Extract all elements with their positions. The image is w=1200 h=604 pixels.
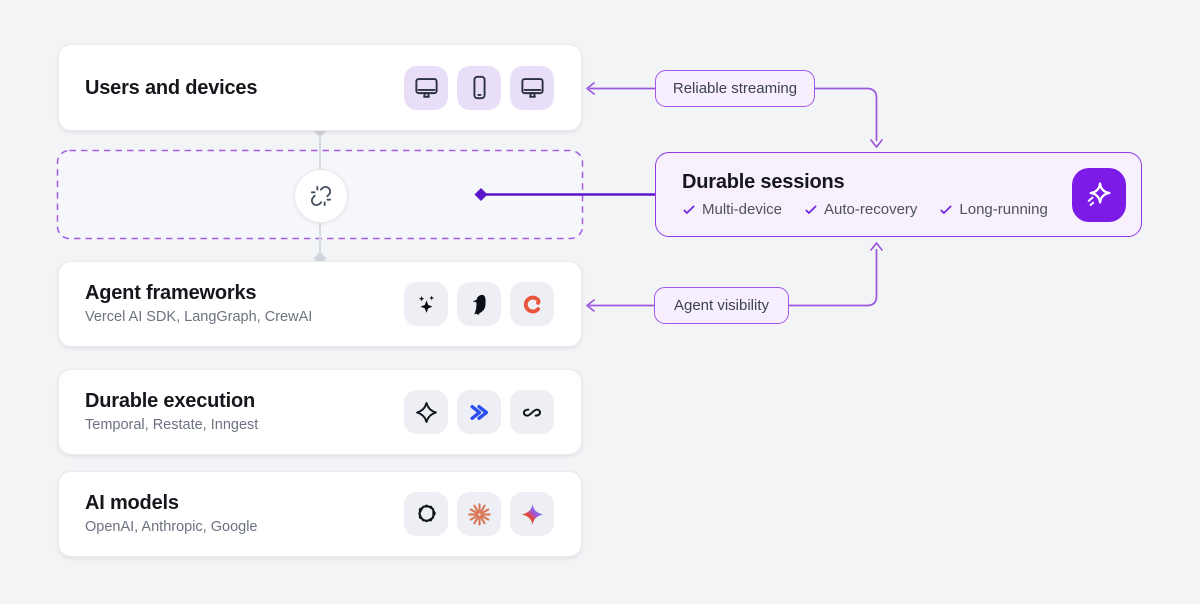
- streaming-left-arrowhead: [586, 82, 595, 95]
- users-devices-title: Users and devices: [85, 76, 258, 99]
- visibility-left-arrowhead: [586, 299, 595, 312]
- feature-multi-device: Multi-device: [682, 201, 782, 218]
- crewai-mark-icon: [510, 282, 554, 326]
- ai-sdk-sparkles-icon: [404, 282, 448, 326]
- sparkle-star-logo: [1072, 167, 1126, 222]
- smartphone-icon: [457, 65, 501, 110]
- users-devices-icons: [404, 65, 554, 110]
- temporal-pinwheel-icon: [404, 390, 448, 434]
- ai-models-subtitle: OpenAI, Anthropic, Google: [85, 519, 258, 536]
- callout-agent-visibility: Agent visibility: [654, 287, 789, 324]
- agent-frameworks-icons: [404, 282, 554, 326]
- langgraph-parrot-icon: [457, 282, 501, 326]
- callout-reliable-streaming: Reliable streaming: [655, 70, 815, 107]
- agent-frameworks-text: Agent frameworks Vercel AI SDK, LangGrap…: [85, 281, 312, 326]
- desktop-monitor-icon: [510, 65, 554, 110]
- inngest-infinity-icon: [510, 390, 554, 434]
- desktop-monitor-icon: [404, 65, 448, 110]
- agent-frameworks-title: Agent frameworks: [85, 282, 257, 305]
- card-durable-sessions: Durable sessions Multi-device Auto-recov…: [655, 152, 1142, 237]
- session-link-diamond: [474, 188, 488, 201]
- openai-mark-icon: [404, 492, 448, 536]
- durable-sessions-features: Multi-device Auto-recovery Long-running: [682, 201, 1048, 218]
- ai-models-text: AI models OpenAI, Anthropic, Google: [85, 491, 258, 536]
- callout-label: Agent visibility: [673, 297, 770, 314]
- check-icon: [939, 203, 953, 217]
- ai-models-title: AI models: [85, 492, 179, 515]
- anthropic-starburst-icon: [457, 492, 501, 536]
- durable-execution-icons: [404, 390, 554, 434]
- feature-auto-recovery: Auto-recovery: [804, 201, 917, 218]
- feature-label: Multi-device: [702, 201, 783, 218]
- callout-label: Reliable streaming: [672, 80, 798, 97]
- card-agent-frameworks: Agent frameworks Vercel AI SDK, LangGrap…: [58, 261, 582, 347]
- unlink-icon: [310, 185, 332, 207]
- check-icon: [804, 203, 818, 217]
- durable-sessions-text: Durable sessions Multi-device Auto-recov…: [682, 171, 1048, 218]
- streaming-down-arrowhead: [870, 139, 883, 148]
- durable-sessions-title: Durable sessions: [682, 171, 845, 193]
- restate-chevrons-icon: [457, 390, 501, 434]
- ai-models-icons: [404, 492, 554, 536]
- card-durable-execution: Durable execution Temporal, Restate, Inn…: [58, 369, 582, 455]
- streaming-right-line: [815, 87, 878, 141]
- durable-execution-subtitle: Temporal, Restate, Inngest: [85, 417, 259, 434]
- visibility-up-arrowhead: [870, 242, 883, 251]
- card-users-and-devices: Users and devices: [58, 44, 582, 131]
- feature-long-running: Long-running: [939, 201, 1048, 218]
- durable-execution-title: Durable execution: [85, 390, 255, 413]
- gemini-star-icon: [510, 492, 554, 536]
- feature-label: Long-running: [959, 201, 1048, 218]
- card-ai-models: AI models OpenAI, Anthropic, Google: [58, 471, 582, 557]
- check-icon: [682, 203, 696, 217]
- durable-execution-text: Durable execution Temporal, Restate, Inn…: [85, 389, 258, 434]
- visibility-right-line: [789, 249, 878, 307]
- disconnect-node: [294, 169, 348, 223]
- feature-label: Auto-recovery: [824, 201, 918, 218]
- agent-frameworks-subtitle: Vercel AI SDK, LangGraph, CrewAI: [85, 309, 313, 326]
